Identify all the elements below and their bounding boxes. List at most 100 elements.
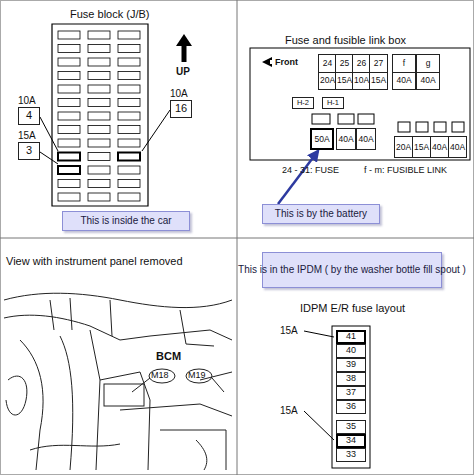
fuse-cell: 40	[336, 344, 366, 358]
fuse-slot	[118, 153, 140, 161]
fuse-slot	[118, 58, 140, 66]
front-arrow	[262, 57, 272, 67]
fuse-label: 24	[319, 55, 336, 72]
fuse-slot	[88, 99, 110, 107]
fuse-cell: 41	[336, 330, 366, 344]
fuse-slot	[118, 180, 140, 188]
link-box	[250, 48, 470, 160]
link-cell: 50A	[310, 128, 334, 150]
fuse-slot	[58, 153, 80, 161]
fuse-label: 26	[353, 55, 370, 72]
link-cell: f40A	[392, 54, 416, 90]
fuse-slot	[88, 193, 110, 201]
leader-line	[142, 110, 170, 151]
relay-box: H-1	[322, 97, 344, 109]
leader-line	[40, 152, 58, 164]
fuse-slot	[88, 72, 110, 80]
fuse-slot	[88, 153, 110, 161]
fuse-cell: 34	[336, 434, 366, 448]
link-cell: 40A	[448, 136, 467, 158]
leader-line	[40, 117, 58, 151]
fuse-label: H-2	[293, 98, 313, 108]
panel-illustration	[4, 293, 232, 470]
callout-text: This is in the IPDM ( by the washer bott…	[269, 255, 435, 285]
fuse-number: 16	[170, 100, 192, 118]
callout-box: This is inside the car	[62, 211, 190, 231]
fuse-slot	[118, 85, 140, 93]
fuse-label: 40	[337, 345, 365, 357]
fuse-label: 40A	[431, 137, 448, 157]
divider	[0, 238, 474, 239]
leader-line	[304, 331, 334, 337]
fuse-slot	[88, 58, 110, 66]
fuse-slot	[88, 139, 110, 147]
fuse-slot	[58, 85, 80, 93]
slot	[338, 114, 354, 124]
fuse-slot	[88, 112, 110, 120]
amp-rating: 10A	[170, 88, 188, 99]
direction-label: UP	[176, 66, 190, 77]
fuse-label: 15A	[413, 137, 430, 157]
legend-note: 24 - 31: FUSE	[282, 166, 339, 176]
fuse-label: 37	[337, 387, 365, 399]
slot	[416, 122, 428, 132]
fuse-slot	[58, 180, 80, 188]
fuse-label: 27	[370, 55, 387, 72]
fuse-slot	[58, 139, 80, 147]
fuse-slot	[58, 99, 80, 107]
slot	[398, 122, 410, 132]
fuse-label: g	[417, 55, 439, 72]
fuse-label: 40A	[337, 129, 355, 149]
amp-rating: 10A	[18, 95, 36, 106]
connector-name: M18	[151, 371, 169, 381]
fuse-label: 50A	[312, 130, 332, 148]
fuse-slot	[118, 112, 140, 120]
fuse-label: 38	[337, 373, 365, 385]
fuse-label: 3	[19, 143, 39, 159]
panel-title: IDPM E/R fuse layout	[300, 302, 405, 314]
slot	[452, 122, 464, 132]
callout-box: This is in the IPDM ( by the washer bott…	[262, 252, 442, 288]
leader-line	[304, 411, 334, 440]
legend-note: f - m: FUSIBLE LINK	[364, 166, 447, 176]
fuse-label: 35	[337, 421, 365, 433]
fuse-label: f	[393, 55, 415, 72]
fuse-cell: 2715A	[369, 54, 388, 90]
fuse-slot	[58, 31, 80, 39]
part-name: BCM	[156, 350, 181, 362]
fuse-label: 40A	[357, 129, 375, 149]
fuse-label: 4	[19, 108, 39, 124]
link-cell: 40A	[356, 128, 376, 150]
fuse-slot	[118, 72, 140, 80]
fuse-label: 15A	[370, 72, 387, 90]
fuse-label: 40A	[393, 72, 415, 90]
fuse-cell: 38	[336, 372, 366, 386]
pointer-arrow	[278, 151, 318, 204]
panel-title: View with instrument panel removed	[6, 255, 183, 267]
fuse-block	[52, 24, 148, 206]
fuse-slot	[58, 45, 80, 53]
fuse-slot	[58, 126, 80, 134]
fuse-label: 20A	[395, 137, 412, 157]
direction-label: Front	[275, 58, 298, 68]
up-arrow	[176, 34, 192, 46]
fuse-slot	[118, 45, 140, 53]
relay-box: H-2	[292, 97, 314, 109]
slot	[312, 114, 330, 124]
fuse-slot	[58, 58, 80, 66]
fuse-slot	[58, 72, 80, 80]
fuse-label: 36	[337, 401, 365, 413]
link-cell: 40A	[336, 128, 356, 150]
fuse-label: 33	[337, 449, 365, 461]
panel-title: Fuse block (J/B)	[70, 8, 149, 20]
fuse-label: 20A	[319, 72, 336, 90]
fuse-slot	[88, 166, 110, 174]
fuse-label: 41	[338, 332, 364, 342]
fuse-slot	[118, 126, 140, 134]
fuse-label: 10A	[353, 72, 370, 90]
fuse-label: 25	[336, 55, 353, 72]
fuse-cell: 39	[336, 358, 366, 372]
fuse-slot	[88, 45, 110, 53]
link-cell: g40A	[416, 54, 440, 90]
fuse-slot	[58, 166, 80, 174]
